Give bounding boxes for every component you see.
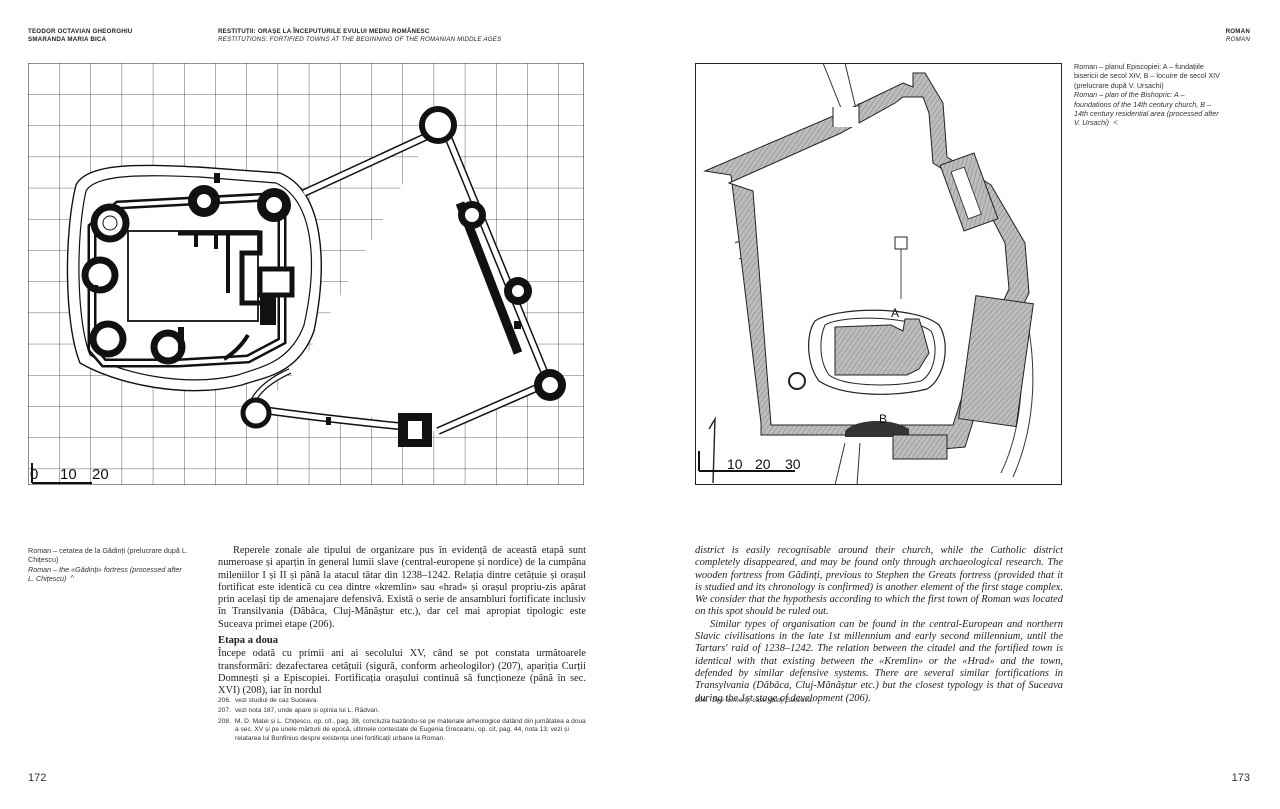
caption-gadinti-en: Roman – the «Gădinți» fortress (processe… — [28, 565, 188, 584]
bishopric-plan-drawing: A B 10 20 30 — [695, 63, 1062, 485]
footnote-text: See formerly, case study Suceava. — [712, 697, 814, 704]
paragraph-en-2: Similar types of organisation can be fou… — [695, 618, 1063, 704]
figure-bishopric-plan: A B 10 20 30 — [695, 63, 1062, 485]
caption-bishopric: Roman – planul Episcopiei: A – fundațiil… — [1074, 62, 1222, 128]
header-title: RESTITUȚII: ORAȘE LA ÎNCEPUTURILE EVULUI… — [218, 28, 501, 44]
footnote-208: 208. M. D. Matei și L. Chițescu, op. cit… — [218, 718, 586, 743]
scale-label-20: 20 — [755, 456, 771, 472]
author-2: SMARANDA MARIA BICA — [28, 36, 107, 43]
body-text-en: district is easily recognisable around t… — [695, 545, 1063, 705]
title-ro: RESTITUȚII: ORAȘE LA ÎNCEPUTURILE EVULUI… — [218, 28, 430, 35]
section-heading: Etapa a doua — [218, 635, 279, 647]
caption-bishopric-ro: Roman – planul Episcopiei: A – fundațiil… — [1074, 62, 1220, 90]
footnote-206-en: 206. See formerly, case study Suceava. — [695, 697, 1063, 705]
header-section: ROMAN ROMAN — [1226, 28, 1250, 44]
author-1: TEODOR OCTAVIAN GHEORGHIU — [28, 28, 133, 35]
footnote-number: 206. — [695, 697, 708, 704]
caption-bishopric-en: Roman – plan of the Bishopric: A – found… — [1074, 90, 1222, 128]
body-text-ro: Reperele zonale ale tipului de organizar… — [218, 545, 586, 698]
fortress-plan-drawing: 0 10 20 — [28, 63, 584, 485]
footnote-number: 207. — [218, 707, 231, 715]
paragraph-ro-1: Reperele zonale ale tipului de organizar… — [218, 545, 586, 630]
footnotes-right: 206. See formerly, case study Suceava. — [695, 697, 1063, 707]
footnote-text: vezi studiul de caz Suceava. — [235, 697, 319, 704]
page-number-left: 172 — [28, 772, 47, 784]
footnote-text: M. D. Matei și L. Chițescu, op. cit., pa… — [235, 717, 586, 742]
paragraph-ro-2: Începe odată cu primii ani ai secolului … — [218, 648, 586, 697]
scale-label-0: 0 — [30, 466, 38, 483]
footnote-number: 208. — [218, 717, 231, 725]
label-b: B — [879, 412, 887, 426]
header-authors: TEODOR OCTAVIAN GHEORGHIU SMARANDA MARIA… — [28, 28, 132, 44]
arrow-left-icon: < — [1113, 118, 1118, 128]
label-a: A — [891, 306, 899, 320]
caption-bishopric-en-text: Roman – plan of the Bishopric: A – found… — [1074, 90, 1219, 128]
caption-gadinti-ro: Roman – cetatea de la Gădinți (prelucrar… — [28, 546, 188, 565]
scale-label-10: 10 — [727, 456, 743, 472]
arrow-up-icon: ^ — [70, 574, 75, 584]
section-ro: ROMAN — [1225, 28, 1250, 35]
scale-label-10: 10 — [60, 466, 77, 483]
paragraph-en-1: district is easily recognisable around t… — [695, 545, 1063, 618]
scale-label-30: 30 — [785, 456, 801, 472]
caption-gadinti-en-text: Roman – the «Gădinți» fortress (processe… — [28, 564, 182, 584]
section-en: ROMAN — [1225, 36, 1250, 43]
scale-label-20: 20 — [92, 466, 109, 483]
footnote-text: vezi nota 187, unde apare și opinia lui … — [235, 707, 380, 715]
caption-gadinti: Roman – cetatea de la Gădinți (prelucrar… — [28, 546, 188, 584]
footnotes-left: 206. vezi studiul de caz Suceava. 207. v… — [218, 697, 586, 745]
figure-gadinti-fortress-plan: 0 10 20 — [28, 63, 584, 485]
title-en: RESTITUTIONS: FORTIFIED TOWNS AT THE BEG… — [218, 36, 502, 43]
page-number-right: 173 — [1231, 772, 1250, 784]
footnote-207: 207. vezi nota 187, unde apare și opinia… — [218, 707, 586, 715]
footnote-number: 206. — [218, 697, 231, 704]
footnote-206: 206. vezi studiul de caz Suceava. — [218, 697, 586, 705]
